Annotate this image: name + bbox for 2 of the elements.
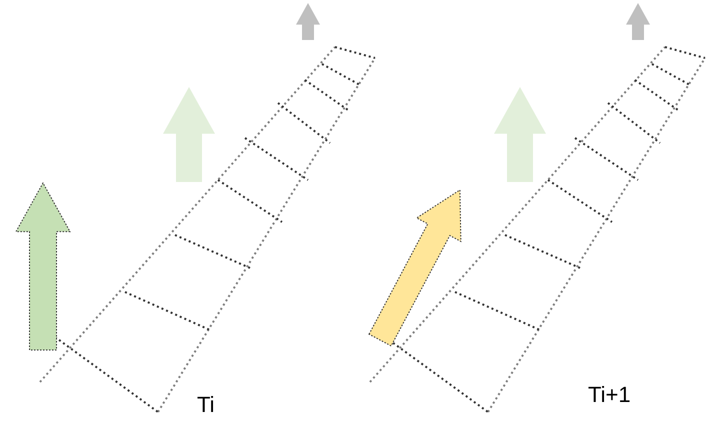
time-label: Ti <box>197 392 215 418</box>
time-label: Ti+1 <box>588 382 631 408</box>
